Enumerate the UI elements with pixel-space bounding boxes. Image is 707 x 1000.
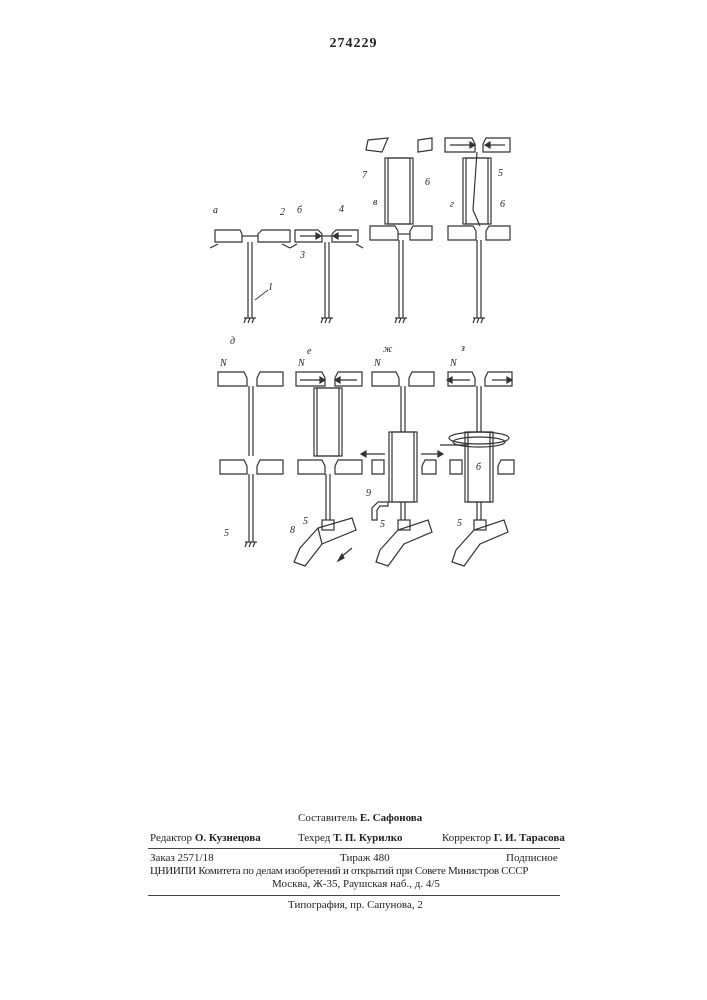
- techred-label: Техред: [298, 832, 330, 844]
- panel-label-zh: ж: [383, 344, 393, 355]
- panel-label-d: д: [230, 336, 235, 347]
- callout-7: 7: [362, 170, 368, 181]
- callout-1: 1: [268, 282, 273, 293]
- compiler-line: Составитель Е. Сафонова: [298, 812, 422, 825]
- callout-s3: 5: [380, 519, 385, 530]
- printing-house: Типография, пр. Сапунова, 2: [288, 899, 423, 912]
- panel-label-z: з: [460, 343, 465, 354]
- callout-6b: 6: [500, 199, 505, 210]
- callout-s1: 5: [224, 528, 229, 539]
- callout-N2: N: [297, 358, 306, 369]
- divider: [148, 848, 560, 849]
- panel-e-drawing: [294, 372, 362, 566]
- callout-9: 9: [366, 488, 371, 499]
- techred-name: Т. П. Курилко: [333, 832, 402, 844]
- panel-label-v: в: [373, 197, 378, 208]
- panel-zh-drawing: [361, 372, 443, 566]
- callout-N1: N: [219, 358, 228, 369]
- panel-label-b: б: [297, 205, 303, 216]
- corrector-label: Корректор: [442, 832, 491, 844]
- editor-line: Редактор О. Кузнецова: [150, 832, 261, 845]
- panel-v-drawing: [366, 138, 432, 323]
- callout-s2: 5: [303, 516, 308, 527]
- callout-6a: 6: [425, 177, 430, 188]
- callout-5: 5: [498, 168, 503, 179]
- callout-s4: 5: [457, 518, 462, 529]
- panel-g-drawing: [445, 138, 510, 323]
- divider: [148, 895, 560, 896]
- techred-line: Техред Т. П. Курилко: [298, 832, 402, 845]
- callout-3: 3: [299, 250, 305, 261]
- compiler-name: Е. Сафонова: [360, 812, 422, 824]
- address: Москва, Ж-35, Раушская наб., д. 4/5: [272, 878, 440, 891]
- editor-label: Редактор: [150, 832, 192, 844]
- order-number: Заказ 2571/18: [150, 852, 214, 865]
- callout-8: 8: [290, 525, 295, 536]
- panel-d-drawing: [218, 372, 283, 547]
- editor-name: О. Кузнецова: [195, 832, 261, 844]
- institute: ЦНИИПИ Комитета по делам изобретений и о…: [150, 865, 528, 878]
- corrector-name: Г. И. Тарасова: [494, 832, 565, 844]
- panel-a-drawing: [210, 230, 290, 323]
- panel-label-a: а: [213, 205, 218, 216]
- callout-2: 2: [280, 207, 285, 218]
- panel-label-e: е: [307, 346, 312, 357]
- callout-b3: б: [476, 462, 482, 473]
- subscription: Подписное: [506, 852, 558, 865]
- callout-N3: N: [373, 358, 382, 369]
- compiler-label: Составитель: [298, 812, 357, 824]
- panel-b-drawing: [290, 230, 363, 323]
- callout-4: 4: [339, 204, 344, 215]
- panel-label-g: г: [450, 199, 454, 210]
- circulation: Тираж 480: [340, 852, 390, 865]
- corrector-line: Корректор Г. И. Тарасова: [442, 832, 565, 845]
- callout-N4: N: [449, 358, 458, 369]
